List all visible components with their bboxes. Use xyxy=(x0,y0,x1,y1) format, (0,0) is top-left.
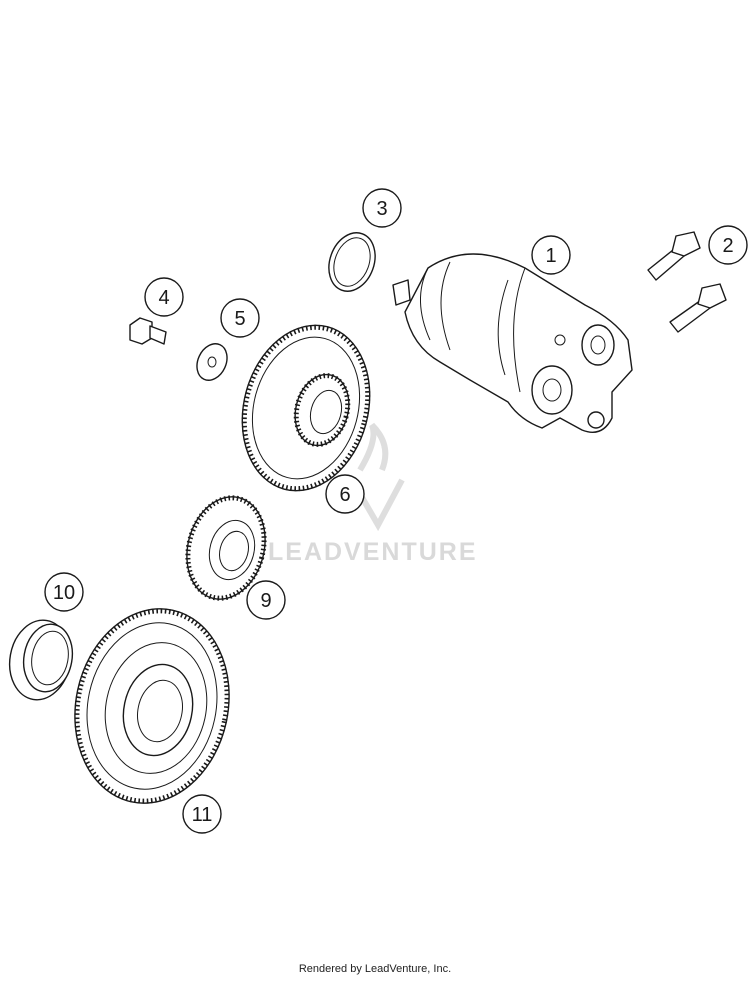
starter-motor xyxy=(392,253,633,433)
callout-10: 10 xyxy=(44,572,84,612)
callout-6-label: 6 xyxy=(339,484,350,506)
callout-1-label: 1 xyxy=(545,245,556,267)
callout-4: 4 xyxy=(144,277,184,317)
o-ring xyxy=(328,232,376,292)
callout-1: 1 xyxy=(531,235,571,275)
callout-10-label: 10 xyxy=(53,582,75,604)
callout-5: 5 xyxy=(220,298,260,338)
footer-credit: Rendered by LeadVenture, Inc. xyxy=(298,963,452,975)
intermediate-gear xyxy=(241,324,371,492)
callout-11-label: 11 xyxy=(192,804,213,826)
small-gear xyxy=(185,495,267,601)
callout-4-label: 4 xyxy=(158,287,169,309)
screw xyxy=(129,317,167,345)
callout-3-label: 3 xyxy=(376,198,387,220)
callout-3: 3 xyxy=(362,188,402,228)
washer xyxy=(196,343,228,381)
callout-9-label: 9 xyxy=(260,590,271,612)
callout-9: 9 xyxy=(246,580,286,620)
callout-5-label: 5 xyxy=(234,308,245,330)
callout-11: 11 xyxy=(182,794,222,834)
callout-2-label: 2 xyxy=(722,235,733,257)
watermark-text: LEADVENTURE xyxy=(268,538,478,566)
seal-ring xyxy=(8,619,74,701)
watermark: LEADVENTURE xyxy=(268,422,478,566)
callout-6: 6 xyxy=(325,474,365,514)
callout-2: 2 xyxy=(708,225,748,265)
bolt-upper xyxy=(647,231,701,281)
bolt-lower xyxy=(669,283,727,333)
freewheel-gear xyxy=(74,608,230,804)
